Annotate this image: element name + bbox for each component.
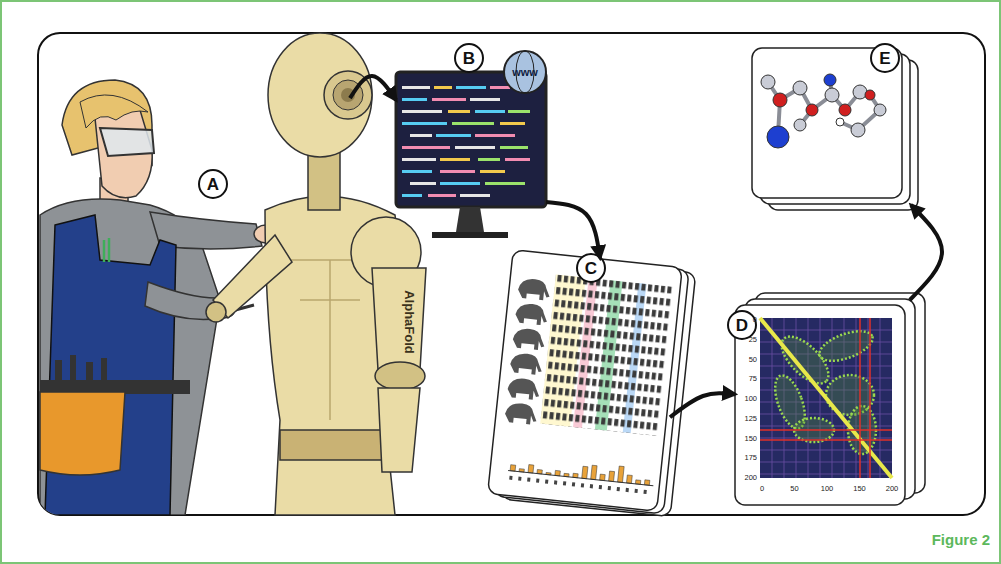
flow-arrow: [546, 202, 600, 258]
panel-letter: C: [576, 253, 606, 283]
axis-tick: 150: [744, 435, 757, 443]
axis-tick: 125: [744, 415, 757, 423]
code-lines: [402, 86, 505, 197]
contact-lobe: [816, 325, 877, 367]
animal-silhouette: [515, 302, 549, 325]
alignment-panel: C: [495, 258, 670, 503]
workshop-panel: A: [40, 35, 350, 513]
robot-upper-arm: [372, 268, 426, 370]
figure-caption: Figure 2: [932, 532, 990, 547]
axis-tick: 100: [821, 485, 834, 493]
tool-pouch: [40, 392, 125, 475]
robot-head: [268, 33, 372, 157]
atom: [793, 81, 807, 95]
robot-joint: [206, 302, 226, 322]
monitor: [396, 51, 546, 238]
atom: [839, 104, 851, 116]
code-lines: [402, 86, 500, 197]
hair-fringe: [80, 95, 148, 128]
animal-silhouette: [509, 352, 543, 375]
monitor-stand: [456, 207, 484, 232]
axis-tick: 200: [744, 474, 757, 482]
axis-tick: 200: [886, 485, 899, 493]
axis-tick: 0: [760, 485, 764, 493]
axis-tick: 50: [749, 356, 757, 364]
atom: [874, 104, 886, 116]
atom: [825, 88, 839, 102]
robot-ear-ring: [333, 80, 363, 110]
animal-silhouette: [507, 377, 541, 400]
robot-elbow: [375, 362, 425, 390]
plot-diagonal: [760, 318, 892, 478]
structure-art: [752, 48, 918, 210]
globe-text: www: [512, 67, 538, 78]
axis-tick: 0: [753, 316, 757, 324]
atom: [851, 123, 865, 137]
atom: [806, 104, 818, 116]
plot-grid: [760, 318, 892, 478]
atom: [773, 93, 787, 107]
robot: [206, 33, 426, 515]
histogram-bars: [510, 455, 651, 486]
atom: [761, 75, 775, 89]
robot-neck: [308, 150, 340, 210]
apron-pens: [104, 238, 109, 262]
flow-arrow: [670, 393, 735, 417]
card: [488, 250, 683, 511]
distance-map-panel: D: [735, 300, 925, 505]
panel-letter: B: [454, 43, 484, 73]
code-lines: [402, 86, 530, 197]
card-stack: [745, 299, 915, 499]
panel-letter: E: [870, 43, 900, 73]
plot-area: [760, 318, 892, 478]
distance-map-art: [735, 293, 925, 505]
atom: [794, 119, 806, 131]
robot-left-arm: [213, 235, 292, 318]
atom: [836, 118, 844, 126]
code-lines: [452, 110, 530, 185]
card: [735, 305, 905, 505]
animal-silhouette: [512, 327, 546, 350]
animal-silhouette: [504, 402, 538, 425]
flow-arrow: [350, 76, 396, 100]
axis-tick: 100: [744, 395, 757, 403]
robot-waist: [280, 430, 390, 460]
axis-tick: 50: [790, 485, 798, 493]
atom: [865, 90, 875, 100]
axis-tick: 150: [853, 485, 866, 493]
structure-panel: E: [750, 45, 925, 205]
alignment-card-art: [487, 250, 696, 517]
flow-arrow: [910, 205, 942, 300]
animal-silhouette: [517, 278, 551, 301]
safety-goggles: [100, 128, 154, 156]
monitor-base: [432, 232, 508, 238]
plot-red-lines: [760, 318, 892, 478]
robot-ear-core: [341, 88, 355, 102]
globe: [504, 51, 546, 93]
robot-ear: [324, 71, 372, 119]
histogram-ticks: [509, 476, 647, 494]
axis-tick: 25: [749, 336, 757, 344]
arm-brand-text: AlphaFold: [403, 290, 416, 354]
inner-frame: [38, 33, 985, 515]
sequence-rows: [540, 274, 673, 436]
panel-letter: A: [198, 169, 228, 199]
axis-tick: 175: [744, 455, 757, 463]
robot-forearm: [378, 388, 420, 472]
axis-tick: 75: [749, 376, 757, 384]
atom: [824, 74, 836, 86]
atom: [767, 126, 789, 148]
robot-panel-lines: [290, 260, 370, 420]
